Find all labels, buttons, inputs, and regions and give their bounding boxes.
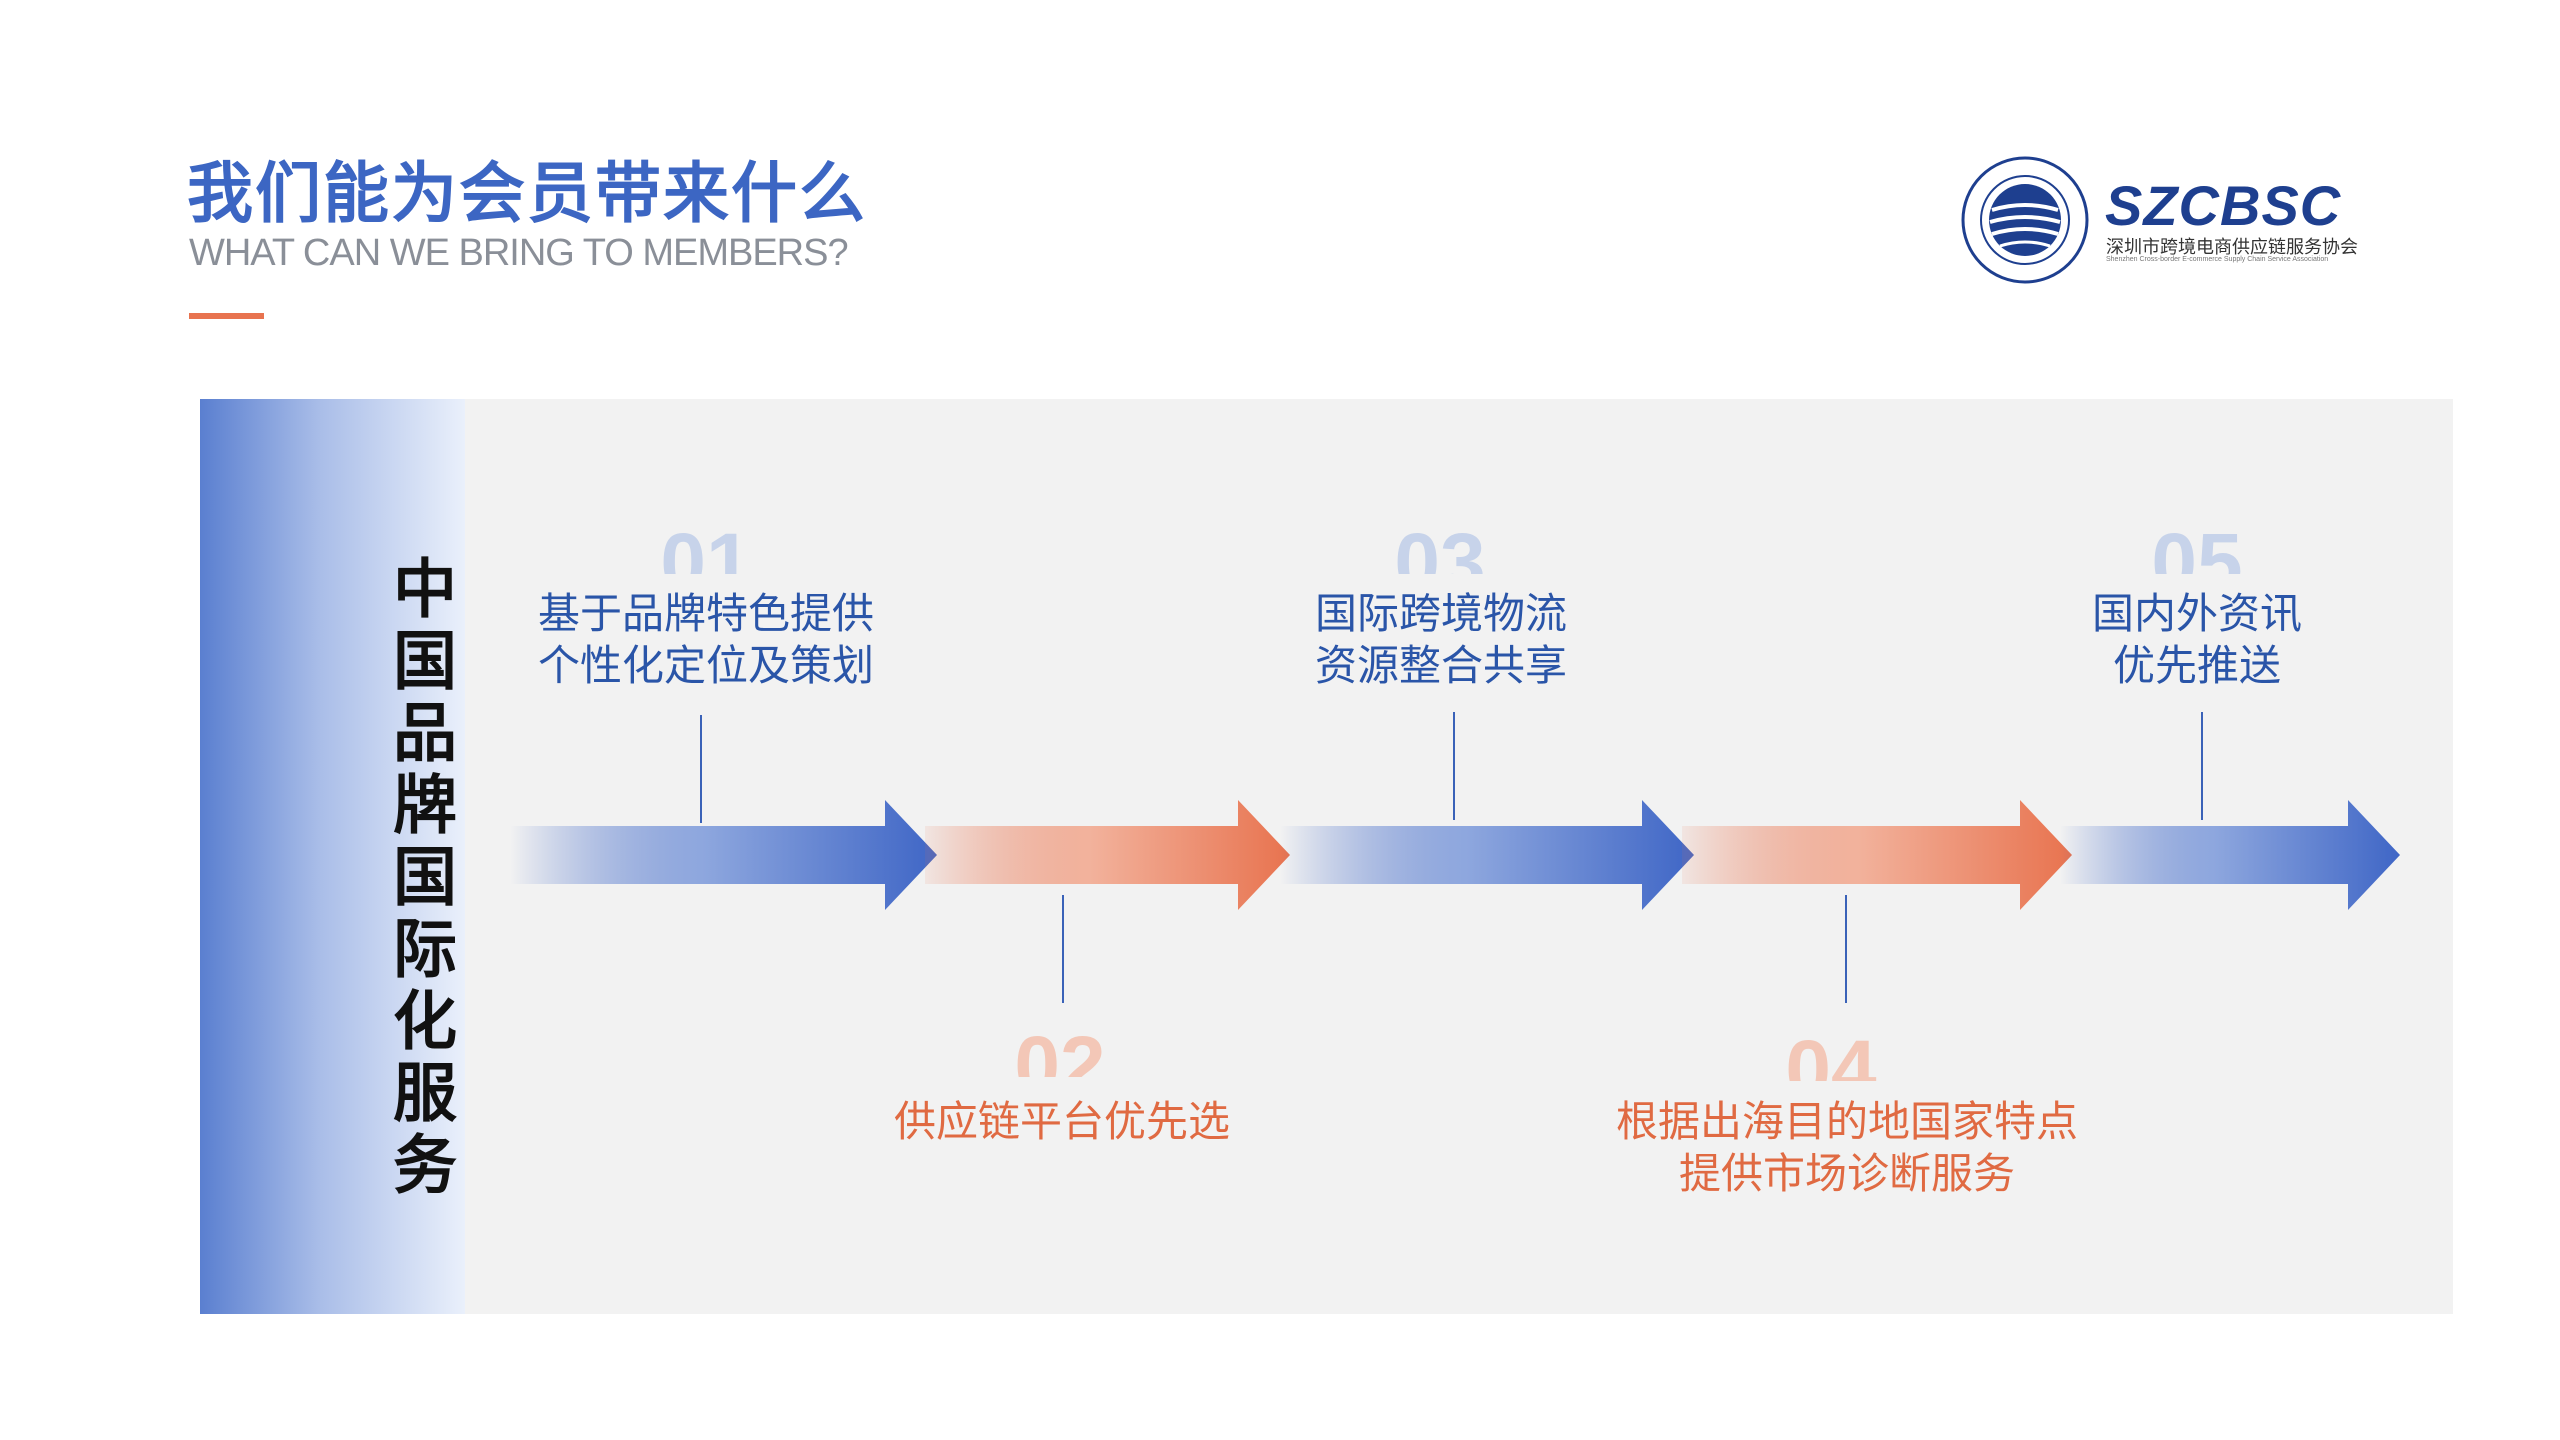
arrow-segment-4 xyxy=(1682,800,2072,910)
step-connector-01 xyxy=(700,715,702,823)
logo-subtitle-en: Shenzhen Cross-border E-commerce Supply … xyxy=(2106,256,2329,263)
step-connector-03 xyxy=(1453,712,1455,820)
arrow-segment-1 xyxy=(510,800,937,910)
step-number-03: 03 xyxy=(1394,522,1486,574)
arrow-segment-2 xyxy=(925,800,1290,910)
side-banner-title: 中国品牌国际化服务 xyxy=(382,555,456,1203)
side-banner: 中国品牌国际化服务 xyxy=(200,399,465,1314)
step-text-01: 基于品牌特色提供 个性化定位及策划 xyxy=(537,589,874,690)
logo-wordmark: SZCBSC xyxy=(2105,174,2342,237)
page-subtitle: WHAT CAN WE BRING TO MEMBERS? xyxy=(189,232,849,274)
step-text-04: 根据出海目的地国家特点 提供市场诊断服务 xyxy=(1615,1097,2078,1198)
step-text-02: 供应链平台优先选 xyxy=(893,1097,1230,1146)
page-title: 我们能为会员带来什么 xyxy=(187,155,867,232)
step-number-02: 02 xyxy=(1014,1025,1106,1077)
arrow-segment-5 xyxy=(2060,800,2400,910)
step-connector-05 xyxy=(2201,712,2203,820)
step-connector-02 xyxy=(1062,895,1064,1003)
association-logo: SZCBSC 深圳市跨境电商供应链服务协会 Shenzhen Cross-bor… xyxy=(1960,155,2360,290)
step-connector-04 xyxy=(1845,895,1847,1003)
title-underline xyxy=(189,313,264,319)
logo-subtitle-cn: 深圳市跨境电商供应链服务协会 xyxy=(2106,237,2358,258)
globe-seal-icon xyxy=(1961,156,2089,284)
arrow-segment-3 xyxy=(1280,800,1694,910)
step-number-01: 01 xyxy=(660,522,752,574)
step-text-03: 国际跨境物流 资源整合共享 xyxy=(1314,589,1567,690)
step-number-05: 05 xyxy=(2151,522,2243,574)
step-number-04: 04 xyxy=(1785,1029,1877,1081)
step-text-05: 国内外资讯 优先推送 xyxy=(2091,589,2302,690)
